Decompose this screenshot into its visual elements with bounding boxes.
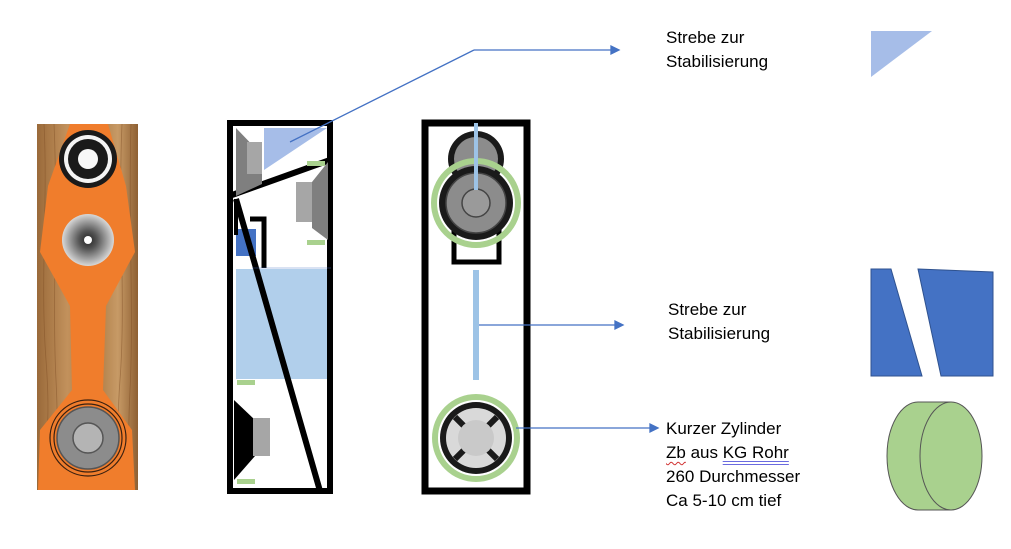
cylinder-label-line2: Zb aus KG Rohr <box>666 441 800 465</box>
woofer-front <box>49 399 127 477</box>
cylinder-label-aus: aus <box>685 443 723 462</box>
strut-label-top-line2: Stabilisierung <box>666 52 769 71</box>
connecting-strut <box>473 270 479 380</box>
strut-triangle-piece <box>871 31 932 77</box>
rear-view <box>421 119 531 495</box>
midrange-side <box>312 162 328 240</box>
orange-baffle <box>38 124 135 490</box>
cylinder-label-line3: 260 Durchmesser <box>666 467 801 486</box>
enclosure-outline <box>227 120 333 494</box>
strut-piece-left <box>870 268 923 377</box>
cylinder-label-line1: Kurzer Zylinder <box>666 419 782 438</box>
strut-label-middle-line2: Stabilisierung <box>668 324 771 343</box>
strut-label-middle: Strebe zur Stabilisierung <box>668 298 770 346</box>
strut-piece-right <box>917 268 994 377</box>
cylinder-label: Kurzer Zylinder Zb aus KG Rohr 260 Durch… <box>666 417 800 513</box>
cylinder-label-zb: Zb <box>666 443 686 462</box>
annotation-arrows <box>289 44 660 434</box>
tweeter <box>59 130 117 188</box>
cylinder-label-kg-rohr: KG Rohr <box>722 443 789 462</box>
strut-label-top: Strebe zur Stabilisierung <box>666 26 768 74</box>
green-ring-bottom <box>432 394 520 482</box>
strut-label-top-line1: Strebe zur <box>666 28 745 47</box>
cylinder-piece <box>886 401 983 511</box>
woofer-side <box>234 400 255 480</box>
cylinder-label-line4: Ca 5-10 cm tief <box>666 491 782 510</box>
side-section-view <box>227 120 333 494</box>
strut-triangle <box>264 128 327 170</box>
front-view <box>37 123 138 491</box>
strut-label-middle-line1: Strebe zur <box>668 300 747 319</box>
